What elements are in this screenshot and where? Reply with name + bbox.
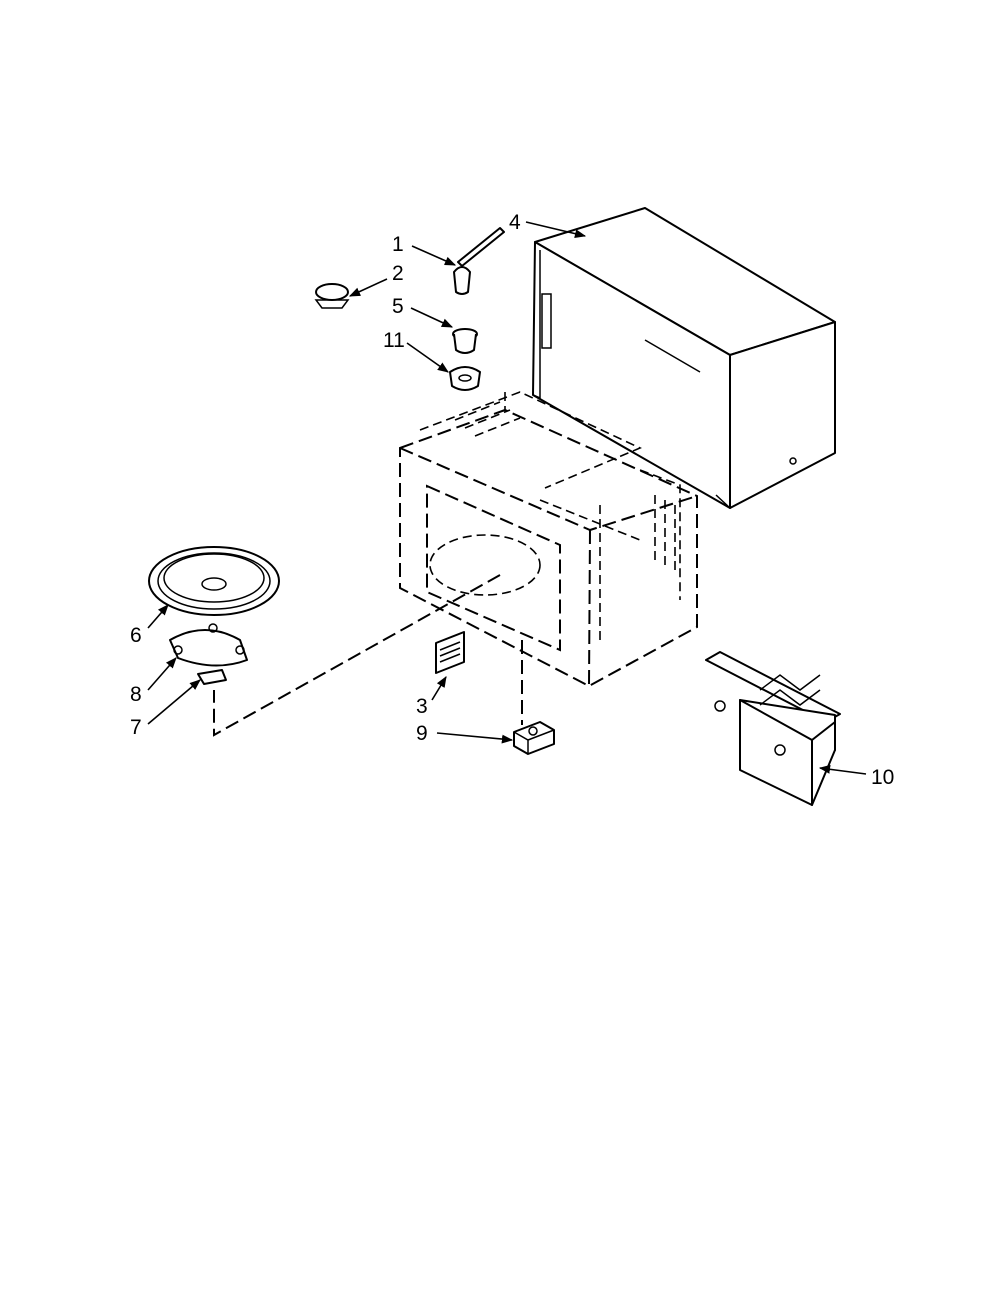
part-11-clip[interactable] bbox=[449, 366, 481, 391]
callout-8: 8 bbox=[130, 683, 142, 706]
part-5-bushing[interactable] bbox=[452, 328, 478, 354]
part-9-turntable-motor[interactable] bbox=[513, 721, 555, 755]
part-7-coupler[interactable] bbox=[197, 669, 227, 685]
part-4-cabinet-wrapper[interactable] bbox=[532, 207, 836, 509]
callout-6: 6 bbox=[130, 624, 142, 647]
callout-9: 9 bbox=[416, 722, 428, 745]
leader-arrows bbox=[147, 221, 867, 775]
callout-7: 7 bbox=[130, 716, 142, 739]
part-8-roller-guide[interactable] bbox=[169, 623, 248, 667]
oven-cavity-outline bbox=[399, 391, 698, 688]
callout-4: 4 bbox=[509, 211, 521, 234]
callout-3: 3 bbox=[416, 695, 428, 718]
part-10-vent-grille[interactable] bbox=[705, 651, 841, 806]
turntable-centerline bbox=[213, 574, 501, 737]
callout-10: 10 bbox=[871, 766, 894, 789]
part-1-switch-actuator[interactable] bbox=[453, 227, 505, 295]
part-2-thermal-cutout[interactable] bbox=[314, 283, 350, 309]
part-6-glass-tray[interactable] bbox=[148, 546, 280, 616]
part-3-waveguide-cover[interactable] bbox=[435, 631, 465, 674]
callout-11: 11 bbox=[383, 329, 405, 352]
callout-1: 1 bbox=[392, 233, 404, 256]
callout-5: 5 bbox=[392, 295, 404, 318]
callout-2: 2 bbox=[392, 262, 404, 285]
